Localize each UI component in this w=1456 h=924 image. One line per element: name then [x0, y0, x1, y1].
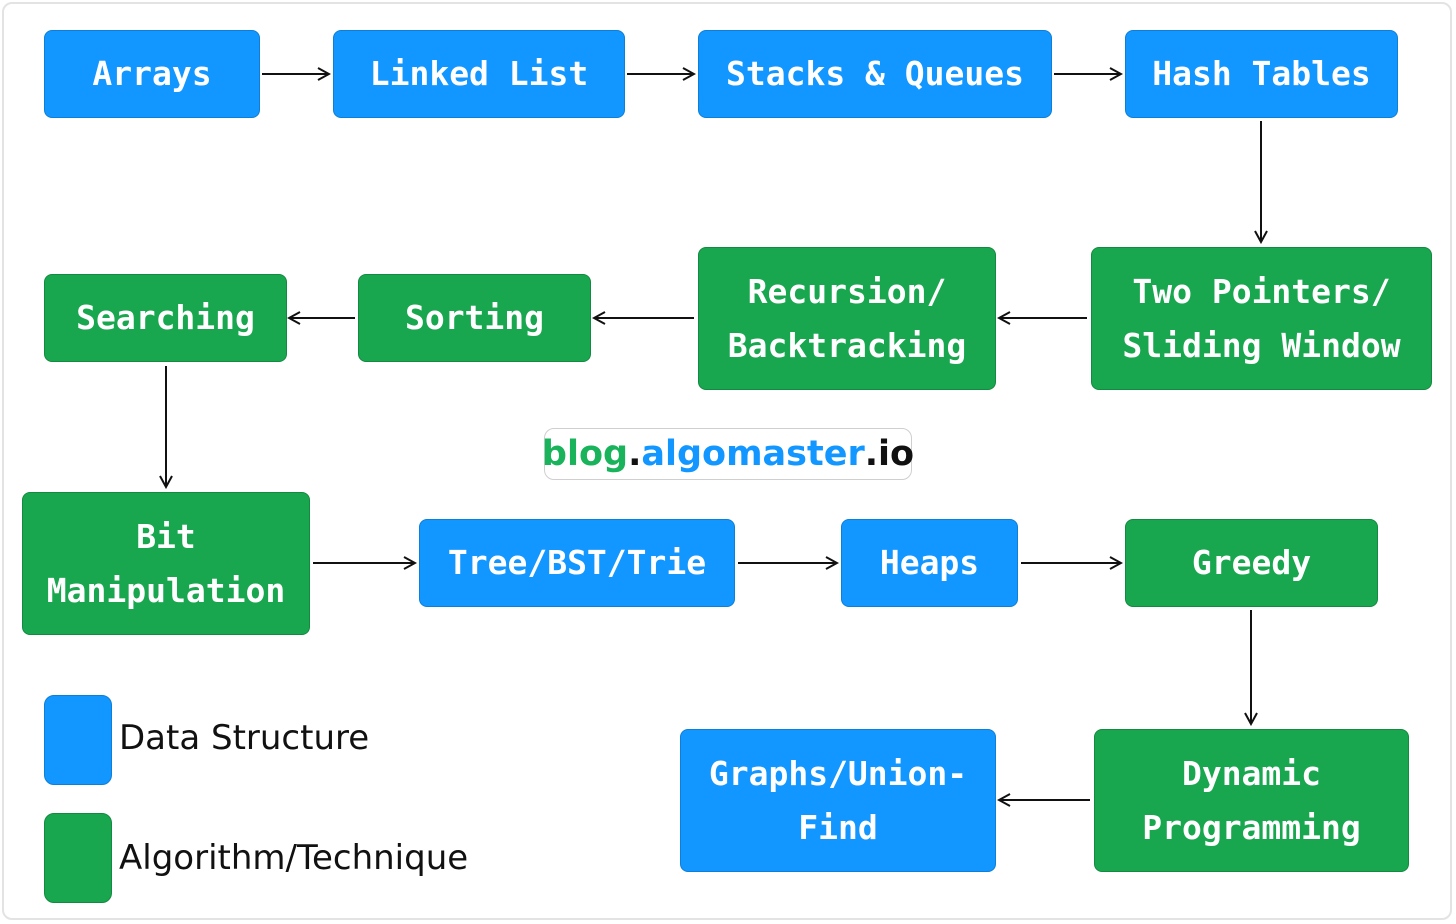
node-stacks-queues: Stacks & Queues	[698, 30, 1052, 118]
node-heaps: Heaps	[841, 519, 1018, 607]
node-sorting: Sorting	[358, 274, 591, 362]
node-graphs-union-find: Graphs/Union- Find	[680, 729, 996, 872]
legend-swatch-algorithm-technique	[44, 813, 112, 903]
node-linked-list: Linked List	[333, 30, 625, 118]
node-recursion-backtracking: Recursion/ Backtracking	[698, 247, 996, 390]
node-arrays: Arrays	[44, 30, 260, 118]
watermark-dot-1: .	[628, 434, 642, 474]
legend-label-data-structure: Data Structure	[119, 718, 370, 758]
node-two-pointers-sliding-window: Two Pointers/ Sliding Window	[1091, 247, 1432, 390]
node-hash-tables: Hash Tables	[1125, 30, 1398, 118]
node-searching: Searching	[44, 274, 287, 362]
legend-swatch-data-structure	[44, 695, 112, 785]
node-bit-manipulation: Bit Manipulation	[22, 492, 310, 635]
watermark-dot-2: .	[864, 434, 879, 474]
node-dynamic-programming: Dynamic Programming	[1094, 729, 1409, 872]
watermark: blog.algomaster.io	[541, 428, 915, 480]
watermark-algomaster: algomaster	[641, 434, 865, 474]
watermark-io: io	[878, 434, 915, 474]
legend-label-algorithm-technique: Algorithm/Technique	[119, 838, 469, 878]
node-tree-bst-trie: Tree/BST/Trie	[419, 519, 735, 607]
node-greedy: Greedy	[1125, 519, 1378, 607]
watermark-blog: blog	[541, 434, 629, 474]
